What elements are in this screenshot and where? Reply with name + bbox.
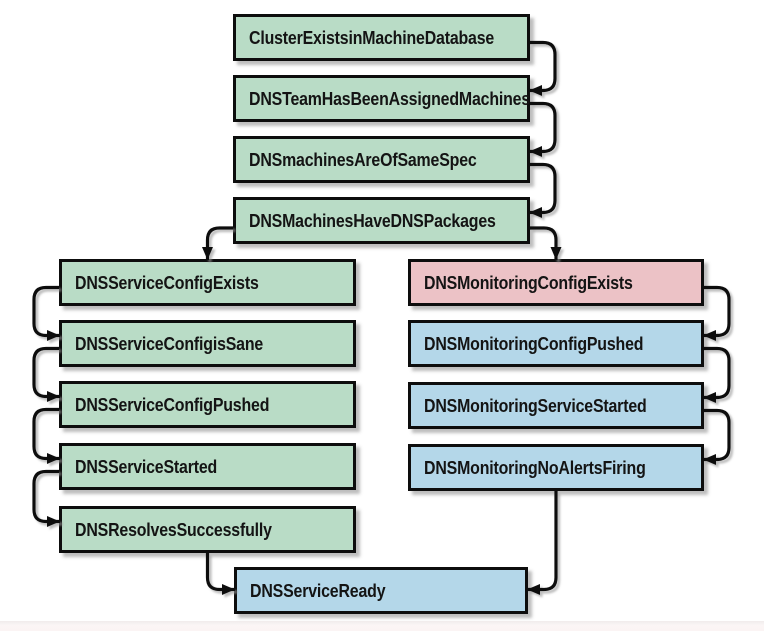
diagram-node-label: ClusterExistsinMachineDatabase [249,26,495,48]
edge-n13-to-n14 [527,491,558,595]
diagram-node-n13: DNSMonitoringNoAlertsFiring [408,444,704,491]
edge-n12-to-n13 [703,408,731,465]
diagram-node-n4: DNSMachinesHaveDNSPackages [233,197,530,244]
diagram-node-n9: DNSResolvesSuccessfully [59,506,356,553]
edge-n4-to-n5 [202,226,233,260]
diagram-node-n10: DNSMonitoringConfigExists [408,259,704,306]
diagram-node-label: DNSMonitoringNoAlertsFiring [424,456,646,478]
diagram-node-n1: ClusterExistsinMachineDatabase [233,14,530,61]
diagram-node-label: DNSServiceStarted [75,455,218,477]
diagram-node-label: DNSServiceReady [250,579,386,601]
diagram-node-n11: DNSMonitoringConfigPushed [408,320,704,367]
diagram-node-label: DNSServiceConfigisSane [75,332,264,354]
diagram-node-label: DNSMonitoringServiceStarted [424,394,647,416]
edge-n9-to-n14 [205,553,235,595]
diagram-node-n8: DNSServiceStarted [59,443,356,490]
edge-n3-to-n4 [529,162,557,218]
diagram-node-label: DNSMonitoringConfigExists [424,271,633,293]
edge-n6-to-n7 [32,346,60,402]
edge-n11-to-n12 [703,346,731,403]
diagram-node-label: DNSServiceConfigPushed [75,393,270,415]
diagram-node-label: DNSTeamHasBeenAssignedMachines [249,87,531,109]
diagram-node-label: DNSResolvesSuccessfully [75,518,272,540]
diagram-node-n12: DNSMonitoringServiceStarted [408,382,704,429]
edge-n5-to-n6 [32,285,60,341]
diagram-node-n3: DNSmachinesAreOfSameSpec [233,136,530,183]
edge-n2-to-n3 [529,101,557,157]
edge-n1-to-n2 [529,40,557,96]
diagram-node-label: DNSMonitoringConfigPushed [424,332,644,354]
edge-n7-to-n8 [32,407,60,464]
edge-n4-to-n10 [530,226,562,260]
diagram-node-n6: DNSServiceConfigisSane [59,320,356,367]
diagram-node-n7: DNSServiceConfigPushed [59,381,356,428]
diagram-node-n14: DNSServiceReady [234,567,528,614]
diagram-node-label: DNSServiceConfigExists [75,271,259,293]
page-bottom-strip [0,621,764,631]
edge-n8-to-n9 [32,469,60,527]
diagram-node-n5: DNSServiceConfigExists [59,259,356,306]
diagram-node-label: DNSMachinesHaveDNSPackages [249,209,496,231]
edge-n10-to-n11 [703,285,731,341]
diagram-node-label: DNSmachinesAreOfSameSpec [249,148,477,170]
diagram-node-n2: DNSTeamHasBeenAssignedMachines [233,75,530,122]
